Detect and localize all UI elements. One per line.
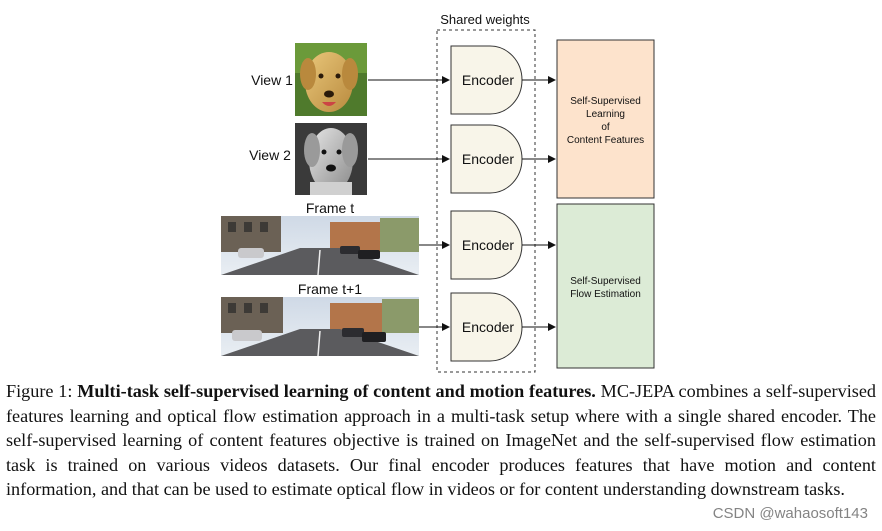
encoder-3-label: Encoder xyxy=(462,237,514,253)
encoder-2: Encoder xyxy=(450,124,523,194)
street-scene-next-frame xyxy=(221,297,419,357)
street-scene-frame xyxy=(221,216,419,276)
mc-jepa-diagram: Shared weights View 1 View 2 Frame t Fra… xyxy=(221,12,655,373)
content-features-line-2: Learning xyxy=(586,109,625,120)
dog-photo-grayscale xyxy=(295,123,367,195)
encoder-3: Encoder xyxy=(450,210,523,280)
flow-estimation-line-2: Flow Estimation xyxy=(570,289,641,300)
content-features-line-4: Content Features xyxy=(567,135,644,146)
encoder-1: Encoder xyxy=(450,45,523,115)
shared-weights-box xyxy=(436,29,536,373)
caption-prefix: Figure 1: xyxy=(6,381,78,401)
dog-photo-color xyxy=(295,43,367,116)
view-1-label: View 1 xyxy=(251,72,293,88)
flow-estimation-box: Self-Supervised Flow Estimation xyxy=(556,203,655,369)
encoder-2-label: Encoder xyxy=(462,151,514,167)
encoder-4: Encoder xyxy=(450,292,523,362)
content-features-box: Self-Supervised Learning of Content Feat… xyxy=(556,39,655,199)
view-2-label: View 2 xyxy=(249,147,291,163)
encoder-1-label: Encoder xyxy=(462,72,514,88)
content-features-line-1: Self-Supervised xyxy=(570,96,641,107)
caption-body: MC-JEPA combines a self-supervised featu… xyxy=(6,381,876,500)
content-features-line-3: of xyxy=(601,122,610,133)
frame-t-label: Frame t xyxy=(306,200,354,216)
encoder-4-label: Encoder xyxy=(462,319,514,335)
watermark: CSDN @wahaosoft143 xyxy=(712,505,868,522)
shared-weights-label: Shared weights xyxy=(440,12,530,27)
flow-estimation-line-1: Self-Supervised xyxy=(570,276,641,287)
caption-bold-title: Multi-task self-supervised learning of c… xyxy=(77,381,596,401)
figure-caption: Figure 1: Multi-task self-supervised lea… xyxy=(6,379,876,502)
frame-t1-label: Frame t+1 xyxy=(298,281,362,297)
